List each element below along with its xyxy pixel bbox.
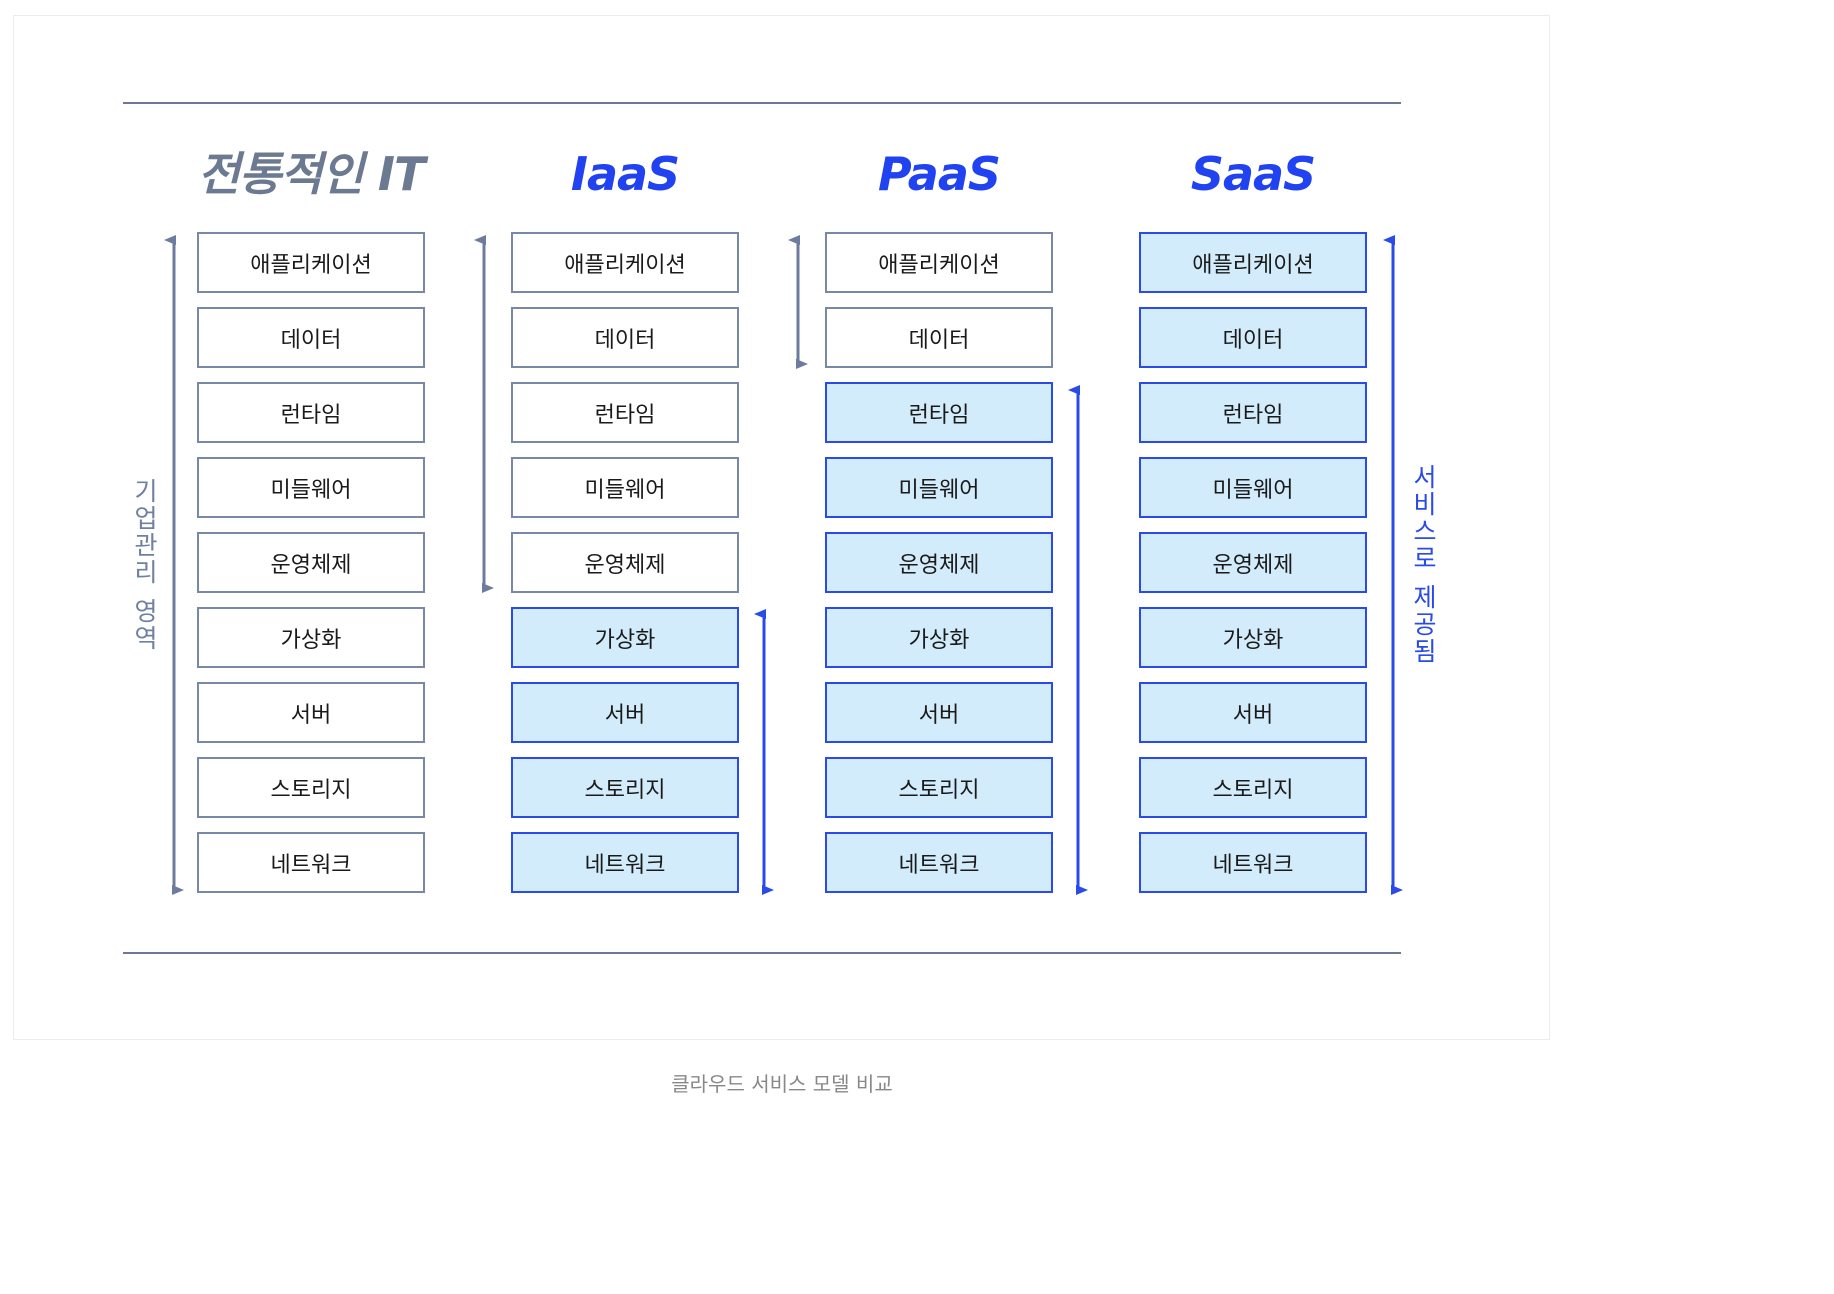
traditional-layer-box: 데이터 — [197, 307, 425, 368]
paas-layer-box: 네트워크 — [825, 832, 1053, 893]
iaas-layer-box: 런타임 — [511, 382, 739, 443]
saas-layer-box: 서버 — [1139, 682, 1367, 743]
traditional-layer-box: 서버 — [197, 682, 425, 743]
traditional-layer-box: 스토리지 — [197, 757, 425, 818]
paas-layer-box: 런타임 — [825, 382, 1053, 443]
traditional-layer-box: 미들웨어 — [197, 457, 425, 518]
traditional-layer-box: 네트워크 — [197, 832, 425, 893]
traditional-layer-box: 가상화 — [197, 607, 425, 668]
iaas-layer-box: 미들웨어 — [511, 457, 739, 518]
paas-layer-box: 운영체제 — [825, 532, 1053, 593]
saas-layer-box: 런타임 — [1139, 382, 1367, 443]
range-arrows — [164, 235, 1403, 895]
iaas-layer-box: 데이터 — [511, 307, 739, 368]
traditional-layer-box: 런타임 — [197, 382, 425, 443]
iaas-layer-box: 스토리지 — [511, 757, 739, 818]
title-iaas: IaaS — [570, 147, 680, 201]
paas-layer-box: 스토리지 — [825, 757, 1053, 818]
iaas-layer-box: 서버 — [511, 682, 739, 743]
saas-layer-box: 운영체제 — [1139, 532, 1367, 593]
saas-layer-box: 가상화 — [1139, 607, 1367, 668]
traditional-layer-box: 애플리케이션 — [197, 232, 425, 293]
traditional-layer-box: 운영체제 — [197, 532, 425, 593]
top-divider — [123, 102, 1401, 104]
saas-layer-box: 스토리지 — [1139, 757, 1367, 818]
saas-layer-box: 데이터 — [1139, 307, 1367, 368]
paas-layer-box: 애플리케이션 — [825, 232, 1053, 293]
title-paas: PaaS — [878, 147, 1001, 201]
paas-layer-box: 서버 — [825, 682, 1053, 743]
title-traditional-it: 전통적인 IT — [197, 147, 426, 201]
iaas-layer-box: 애플리케이션 — [511, 232, 739, 293]
saas-layer-box: 미들웨어 — [1139, 457, 1367, 518]
iaas-layer-box: 가상화 — [511, 607, 739, 668]
saas-layer-box: 애플리케이션 — [1139, 232, 1367, 293]
paas-layer-box: 가상화 — [825, 607, 1053, 668]
paas-layer-box: 미들웨어 — [825, 457, 1053, 518]
iaas-layer-box: 네트워크 — [511, 832, 739, 893]
paas-layer-box: 데이터 — [825, 307, 1053, 368]
iaas-layer-box: 운영체제 — [511, 532, 739, 593]
bottom-divider — [123, 952, 1401, 954]
title-saas: SaaS — [1190, 147, 1316, 201]
saas-layer-box: 네트워크 — [1139, 832, 1367, 893]
figure-caption: 클라우드 서비스 모델 비교 — [671, 1072, 893, 1096]
